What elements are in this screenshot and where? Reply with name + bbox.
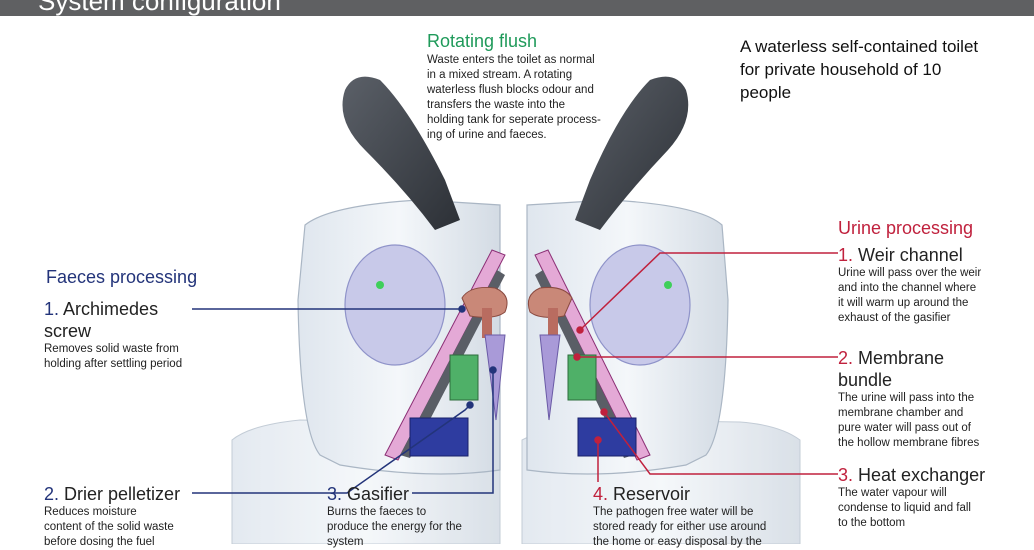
- urine-processing-title: Urine processing: [838, 218, 974, 238]
- faeces-item-archimedes-screw: 1. Archimedes screw Removes solid waste …: [44, 299, 183, 370]
- rotating-flush-title: Rotating flush: [427, 31, 538, 51]
- header-bar: System configuration: [0, 0, 1034, 16]
- header-title: System configuration: [38, 0, 281, 16]
- urine-item-weir-channel: 1. Weir channel Urine will pass over the…: [838, 245, 982, 324]
- urine-item-reservoir: 4. Reservoir The pathogen free water wil…: [593, 484, 767, 548]
- faeces-processing-title: Faeces processing: [46, 267, 198, 287]
- urine-item-membrane-bundle: 2. Membrane bundle The urine will pass i…: [838, 348, 980, 449]
